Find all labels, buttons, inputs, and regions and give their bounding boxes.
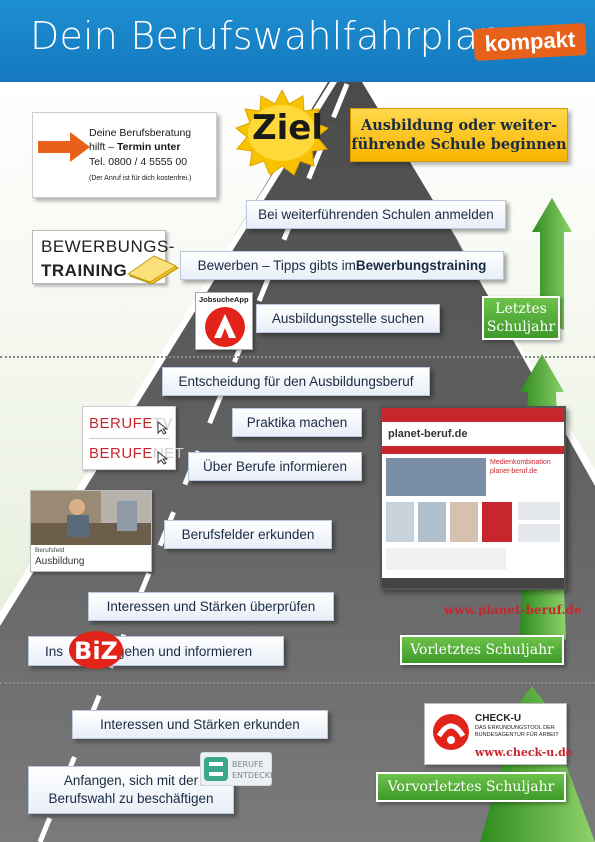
- jobsuche-app-tile: JobsucheApp: [195, 292, 253, 350]
- step-register-schools: Bei weiterführenden Schulen anmelden: [246, 200, 506, 229]
- ziel-label: Ziel: [252, 108, 324, 148]
- check-u-logo-icon: [433, 714, 469, 750]
- photo-caption: Ausbildung: [35, 556, 85, 567]
- site-teaser-line2: planet-beruf.de: [490, 468, 538, 475]
- site-teaser-line1: Medienkombination: [490, 459, 551, 466]
- cursor-icon: [157, 451, 169, 465]
- arbeitsagentur-icon: [205, 307, 245, 347]
- step-learn-professions: Über Berufe informieren: [188, 452, 362, 481]
- year-second-last-text: Vorletztes Schuljahr: [410, 642, 554, 658]
- step-explore-fields-text: Berufsfelder erkunden: [181, 527, 315, 542]
- berufe-entdecker-line2: ENTDECKER: [232, 771, 272, 780]
- berufe-tv-net-logo: BERUFETV BERUFENET: [82, 406, 184, 470]
- site-nav: [382, 446, 564, 454]
- step-decide-profession-text: Entscheidung für den Ausbildungsberuf: [178, 374, 414, 389]
- step-start-line2: Berufswahl zu beschäftigen: [48, 791, 214, 806]
- step-find-training-position: Ausbildungsstelle suchen: [256, 304, 440, 333]
- step-internships-text: Praktika machen: [246, 415, 348, 430]
- year-last: Letztes Schuljahr: [482, 296, 560, 340]
- orange-arrow-icon: [38, 132, 90, 162]
- planet-beruf-screenshot: planet-beruf.de Medienkombination planet…: [380, 406, 566, 590]
- bewerbungstraining-logo-line2: TRAINING: [41, 261, 128, 280]
- step-learn-professions-text: Über Berufe informieren: [202, 459, 348, 474]
- step-explore-interests-text: Interessen und Stärken erkunden: [100, 717, 300, 732]
- site-topbar: [382, 408, 564, 422]
- year-third-last: Vorvorletztes Schuljahr: [376, 772, 566, 802]
- jobsuche-app-label: JobsucheApp: [199, 295, 249, 304]
- ziel-sun-icon: [234, 90, 330, 176]
- hotline-line2: hilft – Termin unter: [89, 141, 180, 153]
- biz-logo-text: BiZ: [74, 637, 118, 665]
- step-apply-pre: Bewerben – Tipps gibts im: [197, 258, 356, 273]
- hotline-line2-pre: hilft –: [89, 141, 118, 153]
- year-last-line1: Letztes: [495, 301, 547, 317]
- site-teaser-image: [386, 458, 486, 496]
- check-u-subtitle: DAS ERKUNDUNGSTOOL DER BUNDESAGENTUR FÜR…: [475, 725, 559, 739]
- goal-box: Ausbildung oder weiter- führende Schule …: [350, 108, 568, 162]
- step-visit-biz-post: gehen und informieren: [117, 643, 253, 659]
- check-u-title: CHECK-U: [475, 713, 522, 724]
- step-visit-biz: Ins gehen und informieren: [28, 636, 284, 666]
- step-visit-biz-pre: Ins: [45, 643, 64, 659]
- year-second-last: Vorletztes Schuljahr: [400, 635, 564, 665]
- check-u-link[interactable]: www.check-u.de: [475, 746, 573, 759]
- site-teaser-text: Medienkombination planet-beruf.de: [490, 458, 551, 476]
- hotline-line2-bold: Termin unter: [117, 141, 181, 153]
- site-tile: [482, 502, 512, 542]
- photo-caption-small: Berufsfeld: [35, 547, 65, 554]
- site-tile: [518, 524, 560, 542]
- site-tile: [450, 502, 478, 542]
- step-internships: Praktika machen: [232, 408, 362, 437]
- step-check-interests-text: Interessen und Stärken überprüfen: [106, 599, 316, 614]
- planet-beruf-link[interactable]: www.planet-beruf.de: [444, 603, 582, 617]
- year-last-line2: Schuljahr: [486, 319, 556, 335]
- site-tile: [418, 502, 446, 542]
- step-apply: Bewerben – Tipps gibts im Bewerbungstrai…: [180, 251, 504, 280]
- berufsfeld-photo: Berufsfeld Ausbildung: [30, 490, 152, 572]
- berufe-entdecker-logo-icon: BERUFE ENTDECKER: [200, 752, 272, 786]
- check-u-subtitle-line2: BUNDESAGENTUR FÜR ARBEIT: [475, 732, 559, 738]
- check-u-subtitle-line1: DAS ERKUNDUNGSTOOL DER: [475, 725, 555, 731]
- hotline-line1: Deine Berufsberatung: [89, 127, 192, 139]
- berufe-tv-word: BERUFE: [89, 415, 153, 432]
- site-tile: [386, 502, 414, 542]
- separator-last-year: [0, 356, 595, 358]
- step-check-interests: Interessen und Stärken überprüfen: [88, 592, 334, 621]
- step-decide-profession: Entscheidung für den Ausbildungsberuf: [162, 367, 430, 396]
- site-footer-block: [386, 548, 506, 570]
- goal-line1: Ausbildung oder weiter-: [360, 117, 558, 134]
- year-third-last-text: Vorvorletztes Schuljahr: [387, 779, 555, 795]
- check-u-box: CHECK-U DAS ERKUNDUNGSTOOL DER BUNDESAGE…: [424, 703, 573, 765]
- yellow-card-icon: [126, 255, 180, 284]
- step-explore-interests: Interessen und Stärken erkunden: [72, 710, 328, 739]
- berufe-entdecker-line1: BERUFE: [232, 760, 264, 769]
- kompakt-badge: kompakt: [473, 23, 587, 61]
- step-apply-bold: Bewerbungstraining: [355, 258, 487, 273]
- hotline-note: (Der Anruf ist für dich kostenfrei.): [89, 175, 192, 182]
- workshop-photo-icon: [31, 491, 151, 545]
- berufe-net-word: BERUFE: [89, 445, 153, 462]
- cursor-icon: [157, 421, 169, 435]
- separator-second-last-year: [0, 682, 595, 684]
- hotline-box: Deine Berufsberatung hilft – Termin unte…: [32, 112, 217, 198]
- step-find-training-position-text: Ausbildungsstelle suchen: [271, 311, 425, 326]
- step-explore-fields: Berufsfelder erkunden: [164, 520, 332, 549]
- step-start-line1: Anfangen, sich mit der: [63, 773, 199, 788]
- berufe-net-logo: BERUFENET: [89, 445, 184, 462]
- biz-logo-icon: BiZ: [69, 631, 123, 669]
- site-logo: planet-beruf.de: [388, 428, 468, 440]
- site-tile: [518, 502, 560, 520]
- hotline-phone: Tel. 0800 / 4 5555 00: [89, 156, 188, 168]
- page-title: Dein Berufswahlfahrplan: [30, 14, 503, 58]
- berufe-logo-divider: [89, 438, 169, 439]
- site-footer: [382, 578, 564, 588]
- bewerbungstraining-logo-line1: BEWERBUNGS-: [41, 237, 175, 256]
- goal-line2: führende Schule beginnen: [351, 136, 567, 153]
- step-register-schools-text: Bei weiterführenden Schulen anmelden: [258, 207, 494, 222]
